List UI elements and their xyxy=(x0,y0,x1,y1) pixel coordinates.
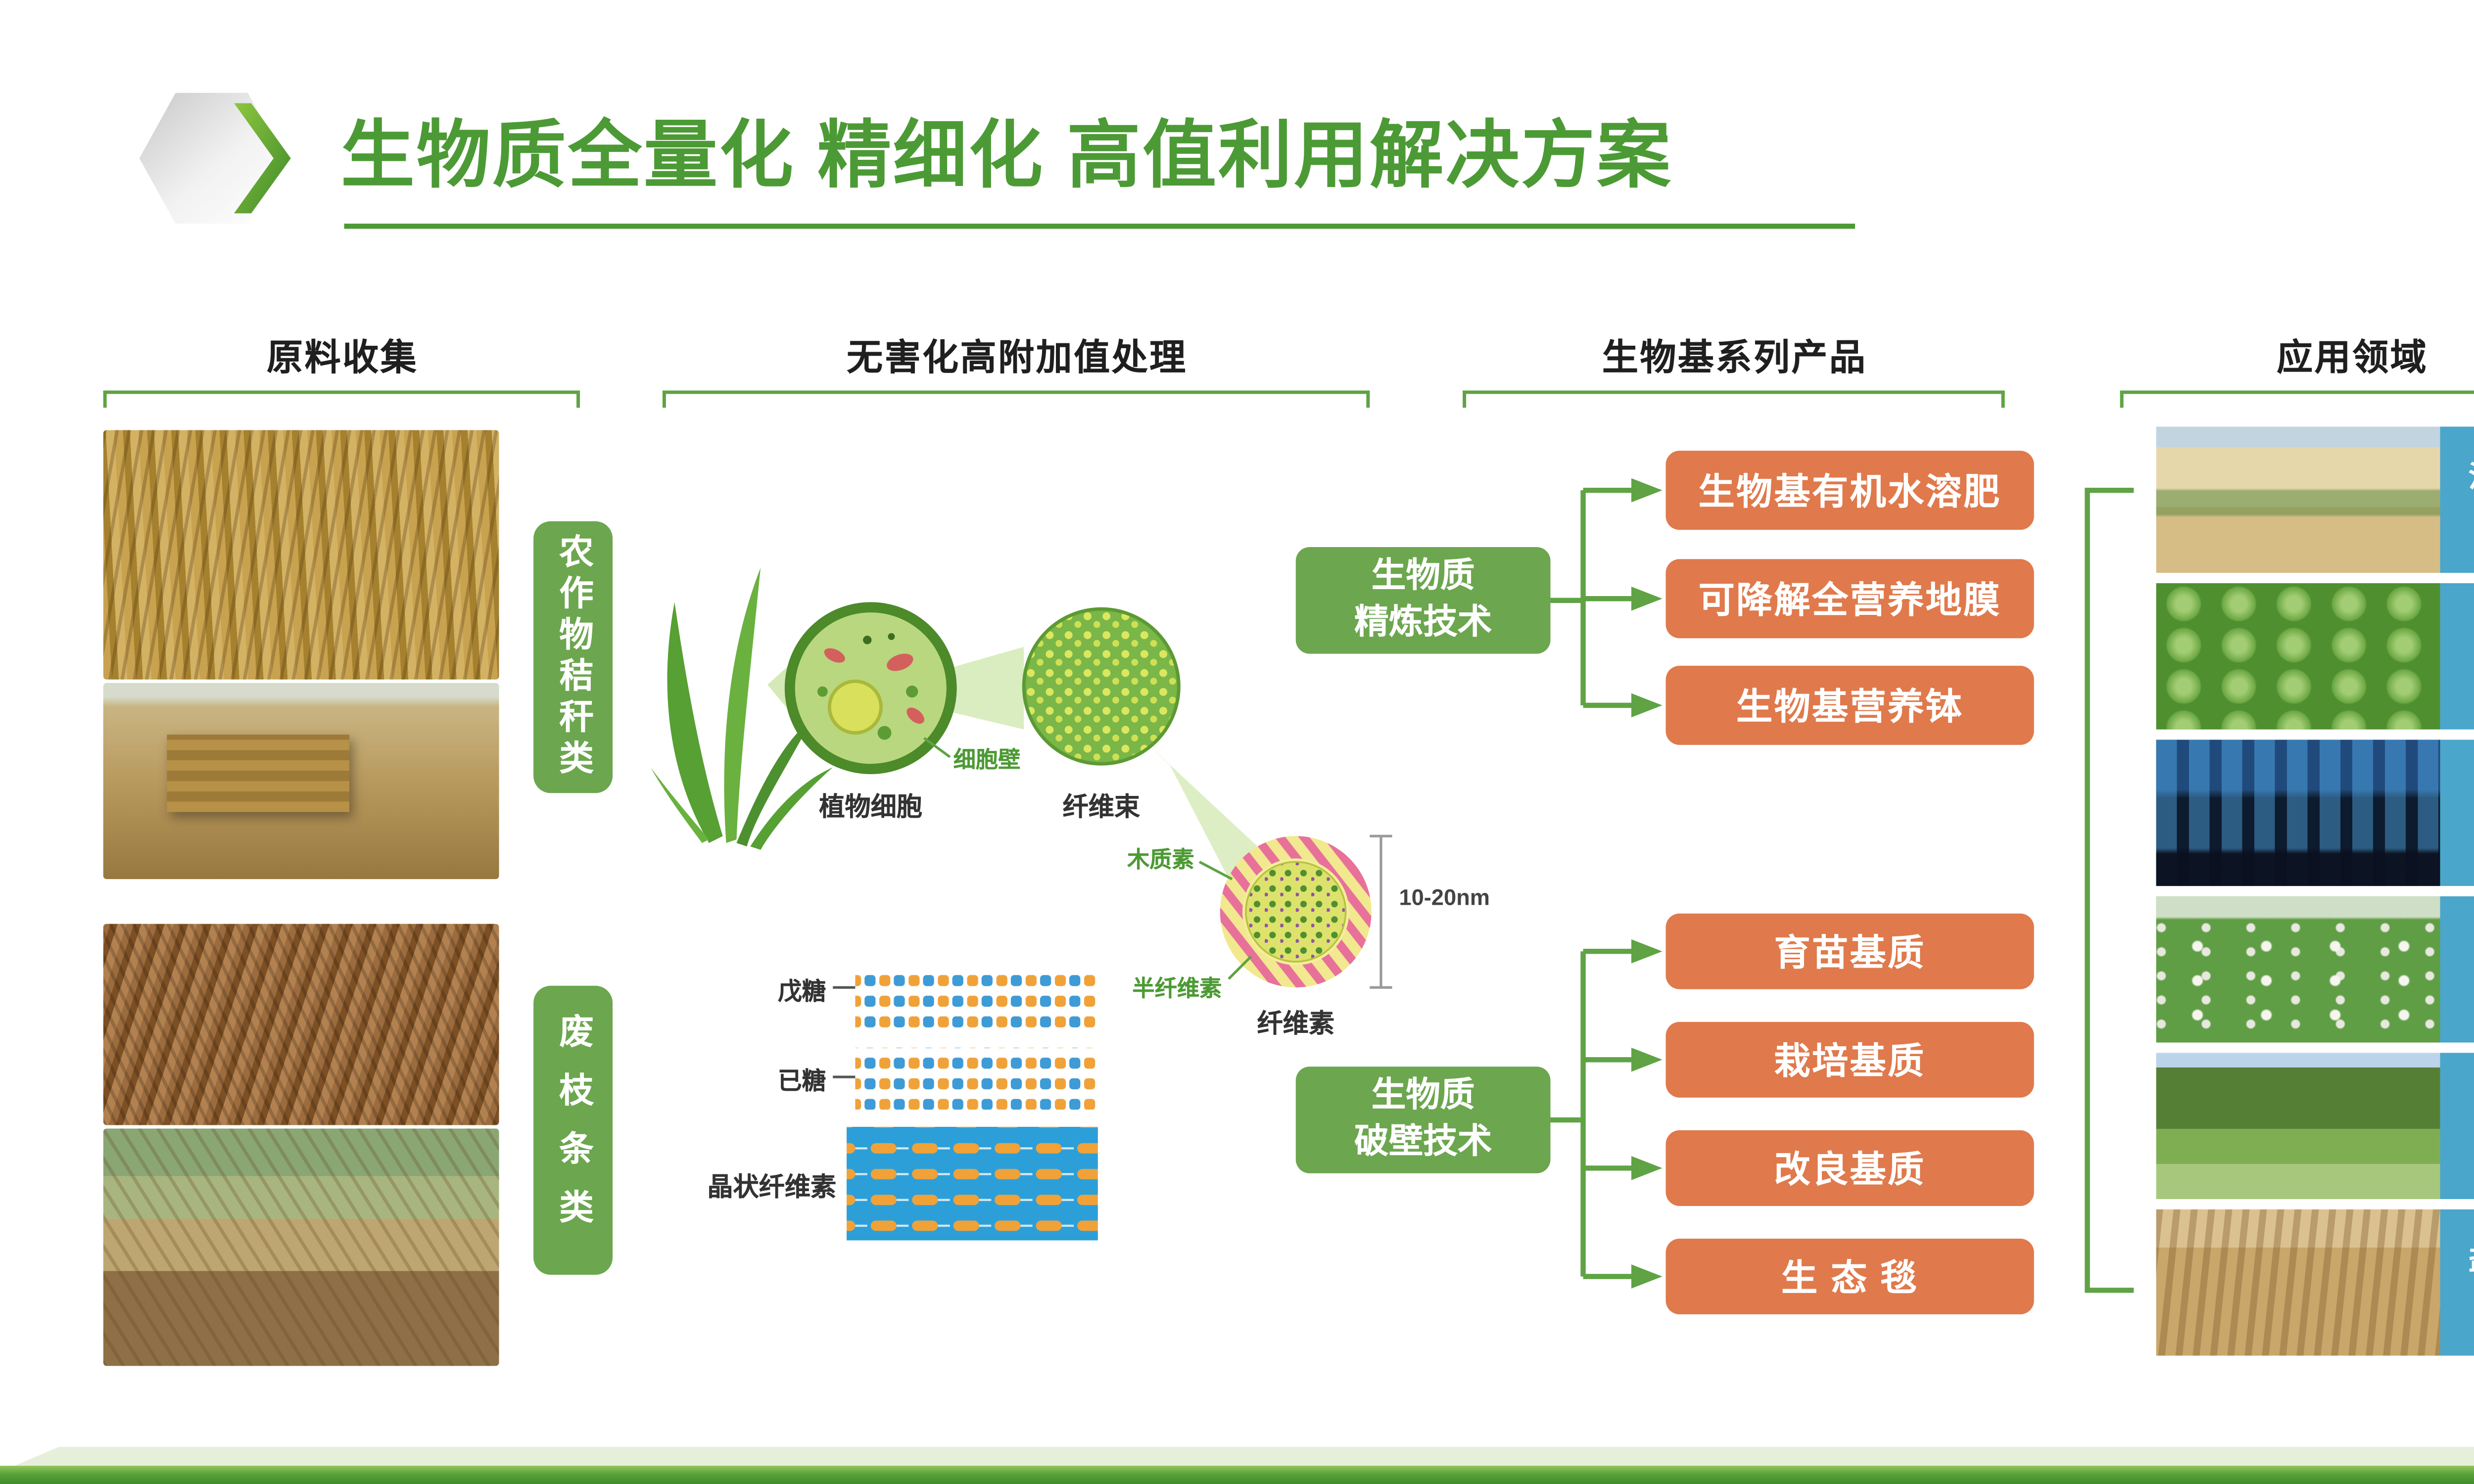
section-header-processing: 无害化高附加值处理 xyxy=(847,339,1188,379)
product-box-degradable-mulch-film: 可降解全营养地膜 xyxy=(1665,559,2034,639)
application-row: 肥力 提升 xyxy=(2156,583,2474,730)
molecule-band-hexose xyxy=(855,1047,1096,1110)
plant-cell-circle xyxy=(784,602,957,774)
bracket-processing xyxy=(662,390,1370,408)
footer-bar xyxy=(0,1465,2474,1484)
category-pill-waste-branches: 废枝条类 xyxy=(533,985,613,1275)
beam-cell-to-fiber xyxy=(952,647,1024,730)
bracket-applications xyxy=(2120,390,2474,408)
app-label-saline-soil: 盐碱地 改良 xyxy=(2440,1209,2474,1356)
product-box-nutrient-pot: 生物基营养钵 xyxy=(1665,665,2034,745)
pointer-cell-wall xyxy=(923,737,951,758)
label-pentose: 戊糖 xyxy=(777,977,826,1005)
app-label-livestock: 畜牧 养殖 xyxy=(2440,896,2474,1043)
product-box-ecological-blanket: 生 态 毯 xyxy=(1665,1239,2034,1315)
label-hexose: 已糖 xyxy=(777,1067,826,1094)
application-row: 农业 数据 xyxy=(2156,740,2474,886)
application-row: 园林 绿化 xyxy=(2156,1053,2474,1200)
label-fiber-diameter: 10-20nm xyxy=(1399,884,1490,910)
label-cellulose: 纤维素 xyxy=(1257,1010,1335,1039)
page-title: 生物质全量化 精细化 高值利用解决方案 xyxy=(340,115,1673,198)
title-underline xyxy=(344,224,1856,229)
label-cell-wall: 细胞壁 xyxy=(953,746,1021,773)
application-row: 沙漠化 治理 xyxy=(2156,426,2474,573)
app-label-fertility: 肥力 提升 xyxy=(2440,583,2474,730)
header-hexagon-icon xyxy=(139,93,291,224)
applications-bracket-line xyxy=(2085,487,2134,1293)
molecule-band-pentose xyxy=(855,967,1096,1029)
connector-tree-bottom xyxy=(1550,948,1633,1279)
product-box-water-soluble-fertilizer: 生物基有机水溶肥 xyxy=(1665,451,2034,530)
application-row: 畜牧 养殖 xyxy=(2156,896,2474,1043)
category-pill-crop-straw: 农作物秸秆类 xyxy=(533,521,613,793)
scale-measure xyxy=(1370,835,1392,989)
label-crystalline-cellulose: 晶状纤维素 xyxy=(707,1173,837,1203)
photo-landscape-greening xyxy=(2156,1053,2440,1200)
label-hemicellulose: 半纤维素 xyxy=(1132,975,1222,1002)
bracket-materials xyxy=(103,390,580,408)
label-lignin: 木质素 xyxy=(1127,846,1194,873)
bracket-products xyxy=(1463,390,2005,408)
photo-corn-stalks xyxy=(103,430,499,680)
beam-fiber-to-cellulose xyxy=(1137,735,1287,919)
app-label-desertification: 沙漠化 治理 xyxy=(2440,426,2474,573)
fiber-bundle-circle xyxy=(1022,607,1181,766)
product-box-improvement-substrate: 改良基质 xyxy=(1665,1130,2034,1206)
tech-box-wall-breaking: 生物质 破壁技术 xyxy=(1295,1067,1551,1173)
app-label-greening: 园林 绿化 xyxy=(2440,1053,2474,1200)
product-box-seedling-substrate: 育苗基质 xyxy=(1665,913,2034,989)
photo-waste-branches xyxy=(103,924,499,1125)
section-header-materials: 原料收集 xyxy=(267,339,419,379)
photo-straw-bales xyxy=(103,683,499,880)
photo-livestock-grazing xyxy=(2156,896,2440,1043)
photo-fertility-improvement xyxy=(2156,583,2440,730)
connector-arrowheads-bottom xyxy=(1631,939,1663,1289)
label-plant-cell: 植物细胞 xyxy=(819,793,923,823)
application-row: 盐碱地 改良 xyxy=(2156,1209,2474,1356)
photo-agriculture-data-center xyxy=(2156,740,2440,886)
photo-orchard-prunings xyxy=(103,1128,499,1366)
section-header-applications: 应用领域 xyxy=(2277,339,2428,379)
section-header-products: 生物基系列产品 xyxy=(1602,339,1867,379)
photo-saline-soil xyxy=(2156,1209,2440,1356)
product-box-cultivation-substrate: 栽培基质 xyxy=(1665,1021,2034,1098)
connector-arrowheads-top xyxy=(1631,478,1663,718)
connector-tree-top xyxy=(1550,487,1633,708)
label-fiber-bundle: 纤维束 xyxy=(1062,793,1141,823)
pointer-hemicellulose xyxy=(1228,955,1252,980)
crystalline-cellulose-image xyxy=(847,1126,1098,1241)
tech-box-refining: 生物质 精炼技术 xyxy=(1295,547,1551,654)
beam-plant-to-cell xyxy=(767,653,802,726)
cellulose-cross-section xyxy=(1220,836,1372,988)
photo-desertification-control xyxy=(2156,426,2440,573)
pointer-lignin xyxy=(1198,861,1233,881)
app-label-agri-data: 农业 数据 xyxy=(2440,740,2474,886)
